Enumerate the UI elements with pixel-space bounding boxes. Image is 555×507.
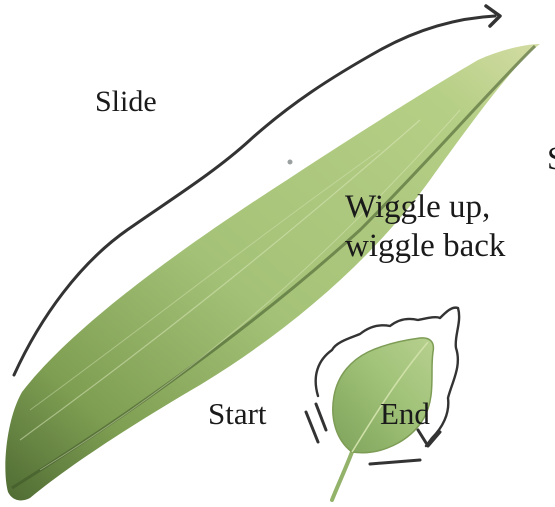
bottom-stroke-mark (370, 460, 420, 464)
leaf-speck (288, 160, 293, 165)
wiggle-label-line-1: Wiggle up, (345, 188, 505, 227)
small-leaf-stem (332, 452, 352, 500)
slide-label: Slide (95, 84, 157, 119)
start-tick-marks (306, 404, 326, 442)
wiggle-label: Wiggle up, wiggle back (345, 188, 505, 266)
end-label: End (380, 396, 430, 433)
wiggle-label-line-2: wiggle back (345, 227, 505, 266)
start-label: Start (208, 396, 267, 433)
clipped-label: S (547, 140, 555, 179)
long-leaf-body (5, 44, 540, 500)
long-leaf-illustration (5, 44, 540, 500)
